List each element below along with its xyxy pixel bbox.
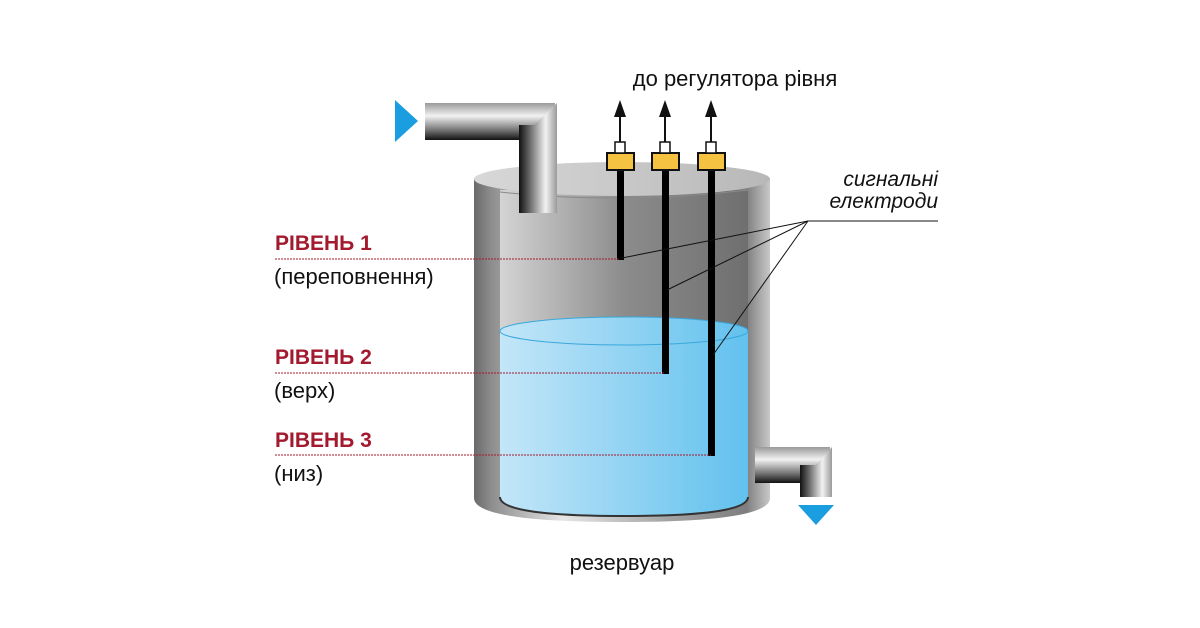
tank-label: резервуар xyxy=(570,550,675,575)
level-2-desc: (верх) xyxy=(274,378,335,403)
electrode-1 xyxy=(606,100,635,260)
connector xyxy=(606,152,635,171)
level-2-name: РІВЕНЬ 2 xyxy=(275,346,372,369)
connector xyxy=(651,152,680,171)
inlet-arrow-icon xyxy=(395,100,418,142)
signal-arrow-icon xyxy=(614,100,626,117)
electrode-3 xyxy=(697,100,726,456)
outlet-pipe xyxy=(755,447,832,497)
electrodes-label-line2: електроди xyxy=(829,190,938,213)
controller-label: до регулятора рівня xyxy=(633,66,837,91)
level-3-name: РІВЕНЬ 3 xyxy=(275,429,372,452)
electrode-leaders xyxy=(621,220,938,356)
signal-arrow-icon xyxy=(705,100,717,117)
electrode-2 xyxy=(651,100,680,374)
water xyxy=(500,331,748,516)
signal-arrow-icon xyxy=(659,100,671,117)
outlet-arrow-icon xyxy=(798,505,834,525)
level-3-desc: (низ) xyxy=(274,461,323,486)
level-1-name: РІВЕНЬ 1 xyxy=(275,232,372,255)
connector xyxy=(697,152,726,171)
electrodes-label-line1: сигнальні xyxy=(843,168,939,191)
inlet-pipe xyxy=(425,103,557,213)
level-1-desc: (переповнення) xyxy=(274,264,434,289)
